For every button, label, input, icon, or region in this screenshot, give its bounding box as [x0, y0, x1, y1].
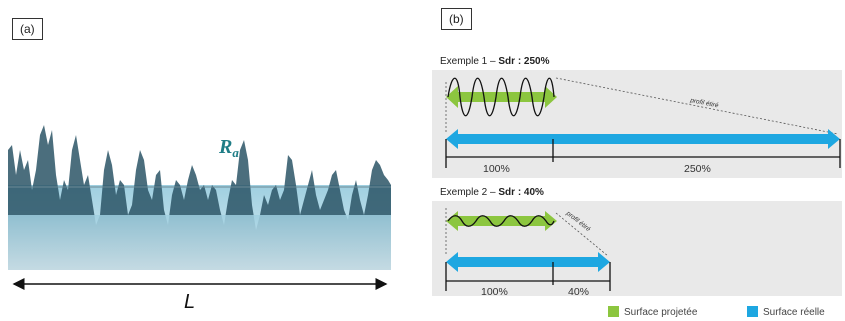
example-1-title: Exemple 1 – Sdr : 250%: [440, 56, 550, 67]
legend-swatch-projected: [608, 306, 619, 317]
example-1: Exemple 1 – Sdr : 250% profil étiré 100%…: [432, 56, 842, 178]
example-2-projected-arrow: [446, 211, 557, 231]
example-1-real-pct: 250%: [684, 163, 711, 175]
legend-label-real: Surface réelle: [763, 307, 825, 318]
example-2-wave: [447, 215, 555, 227]
example-1-real-arrow: [446, 129, 840, 149]
example-1-projected-pct: 100%: [483, 163, 510, 175]
example-2-real-arrow: [446, 252, 610, 272]
ra-label: Ra: [218, 136, 239, 160]
legend-swatch-real: [747, 306, 758, 317]
panel-b-label: (b): [441, 8, 472, 30]
legend: Surface projetée Surface réelle: [608, 306, 825, 318]
example-2: Exemple 2 – Sdr : 40% profil étiré 100% …: [432, 187, 842, 298]
panel-a-label: (a): [12, 18, 43, 40]
example-2-projected-pct: 100%: [481, 286, 508, 298]
example-2-real-pct: 40%: [568, 286, 589, 298]
example-1-wave: [447, 77, 555, 117]
example-2-title: Exemple 2 – Sdr : 40%: [440, 187, 544, 198]
example-1-projected-arrow: [446, 86, 557, 108]
length-label: L: [184, 291, 195, 313]
legend-label-projected: Surface projetée: [624, 307, 698, 318]
panel-a: Ra L: [8, 125, 391, 313]
